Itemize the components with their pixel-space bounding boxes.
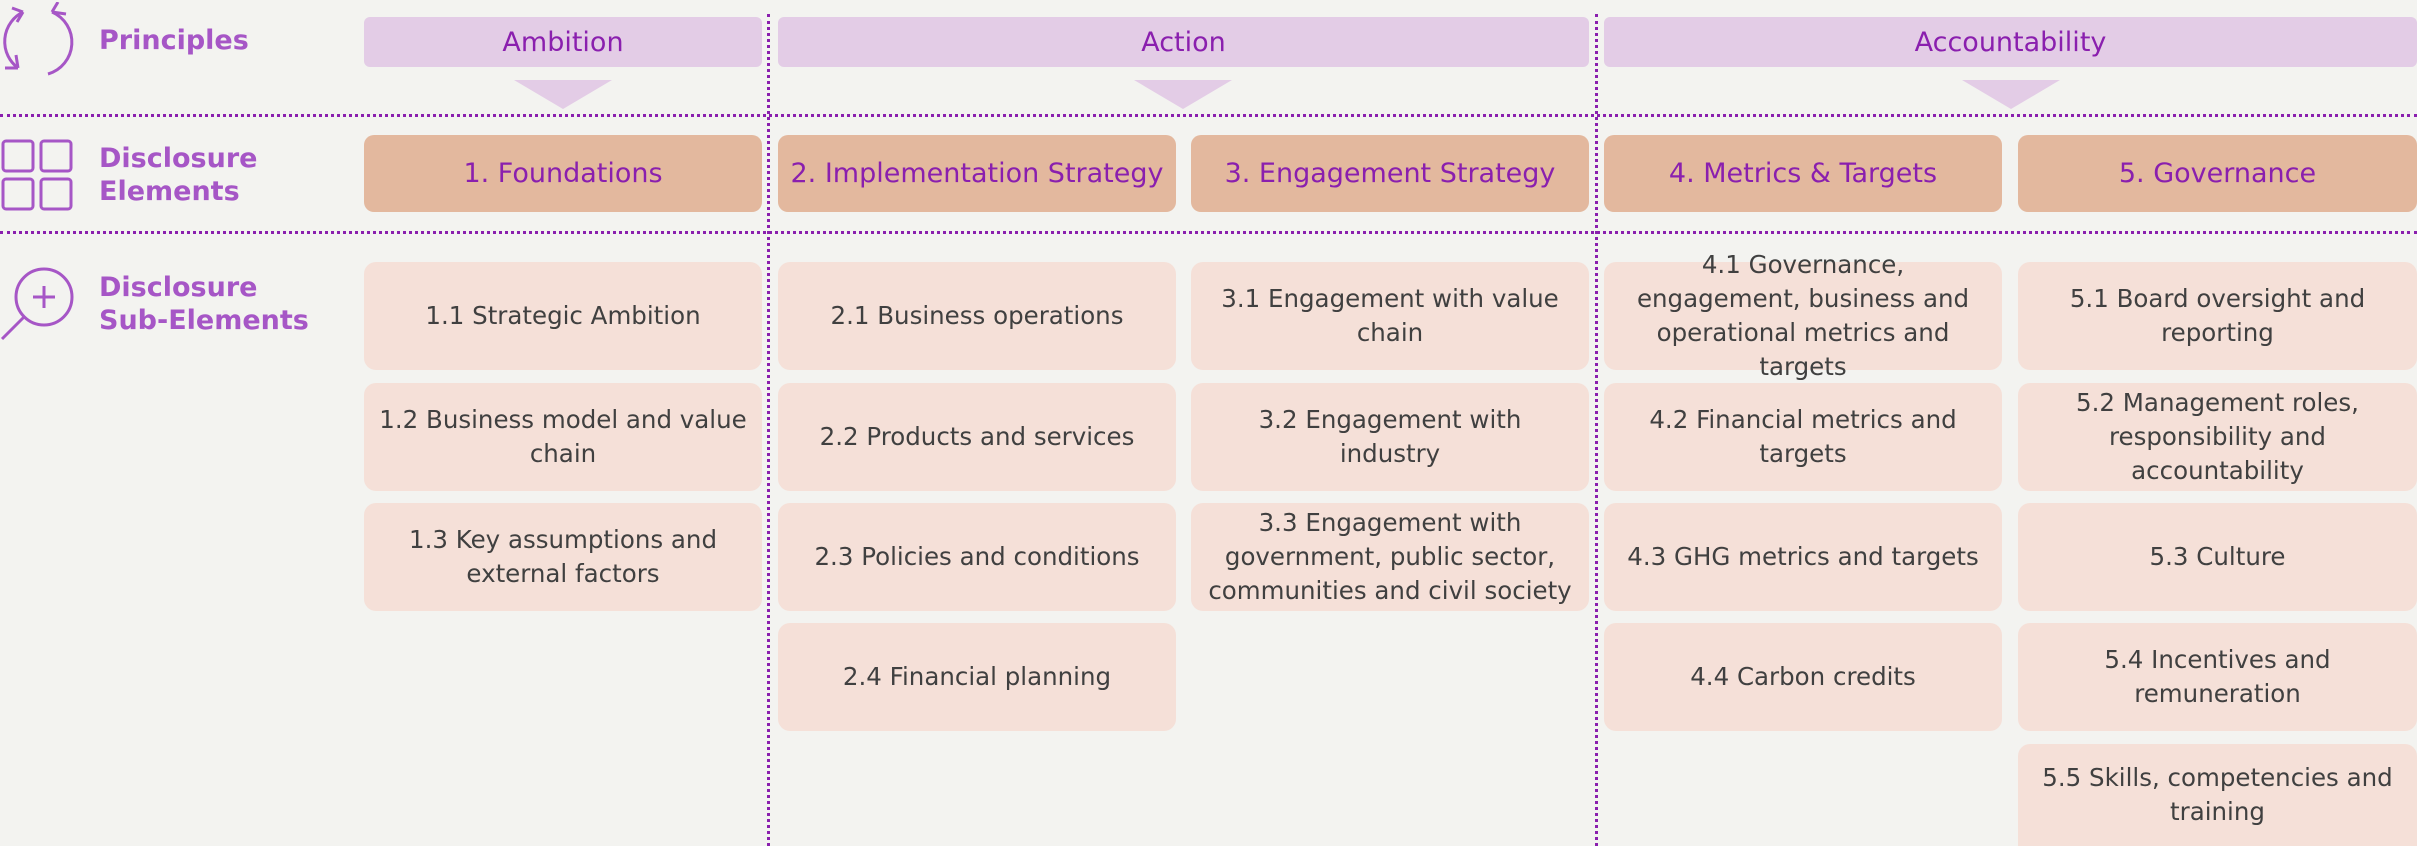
sub-element-4-1: 4.1 Governance, engagement, business and… [1604,250,2002,381]
sub-element-3-1: 3.1 Engagement with value chain [1191,262,1589,370]
sub-element-4-3: 4.3 GHG metrics and targets [1604,503,2002,611]
element-metrics-targets: 4. Metrics & Targets [1604,135,2002,212]
sub-element-2-2: 2.2 Products and services [778,383,1176,491]
element-governance: 5. Governance [2018,135,2417,212]
principle-accountability: Accountability [1604,17,2417,67]
sub-element-2-4: 2.4 Financial planning [778,623,1176,731]
subelements-label: Disclosure Sub-Elements [99,271,309,337]
elements-divider [0,231,2417,234]
magnify-plus-icon [0,267,74,341]
grid-squares-icon [1,139,73,211]
principles-divider [0,114,2417,117]
sub-element-5-4: 5.4 Incentives and remuneration [2018,623,2417,731]
principle-ambition: Ambition [364,17,762,67]
sub-element-5-5: 5.5 Skills, competencies and training [2018,744,2417,846]
column-divider-1 [767,14,770,846]
sub-element-5-2: 5.2 Management roles, responsibility and… [2018,383,2417,491]
elements-label-line1: Disclosure [99,143,258,174]
sub-element-4-4: 4.4 Carbon credits [1604,623,2002,731]
subelements-label-line2: Sub-Elements [99,305,309,336]
elements-label: Disclosure Elements [99,142,257,208]
cycle-arrows-icon [3,2,74,76]
column-divider-2 [1595,14,1598,846]
principle-arrow-action [1134,80,1232,109]
sub-element-3-2: 3.2 Engagement with industry [1191,383,1589,491]
sub-element-1-2: 1.2 Business model and value chain [364,383,762,491]
principle-action: Action [778,17,1589,67]
sub-element-4-2: 4.2 Financial metrics and targets [1604,383,2002,491]
sub-element-1-3: 1.3 Key assumptions and external factors [364,503,762,611]
sub-element-5-1: 5.1 Board oversight and reporting [2018,262,2417,370]
sub-element-2-1: 2.1 Business operations [778,262,1176,370]
sub-element-1-1: 1.1 Strategic Ambition [364,262,762,370]
principle-arrow-accountability [1962,80,2060,109]
element-implementation-strategy: 2. Implementation Strategy [778,135,1176,212]
elements-label-line2: Elements [99,176,240,207]
subelements-label-line1: Disclosure [99,272,258,303]
sub-element-2-3: 2.3 Policies and conditions [778,503,1176,611]
element-foundations: 1. Foundations [364,135,762,212]
sub-element-3-3: 3.3 Engagement with government, public s… [1191,503,1589,611]
element-engagement-strategy: 3. Engagement Strategy [1191,135,1589,212]
principles-label: Principles [99,25,249,56]
principle-arrow-ambition [514,80,612,109]
sub-element-5-3: 5.3 Culture [2018,503,2417,611]
